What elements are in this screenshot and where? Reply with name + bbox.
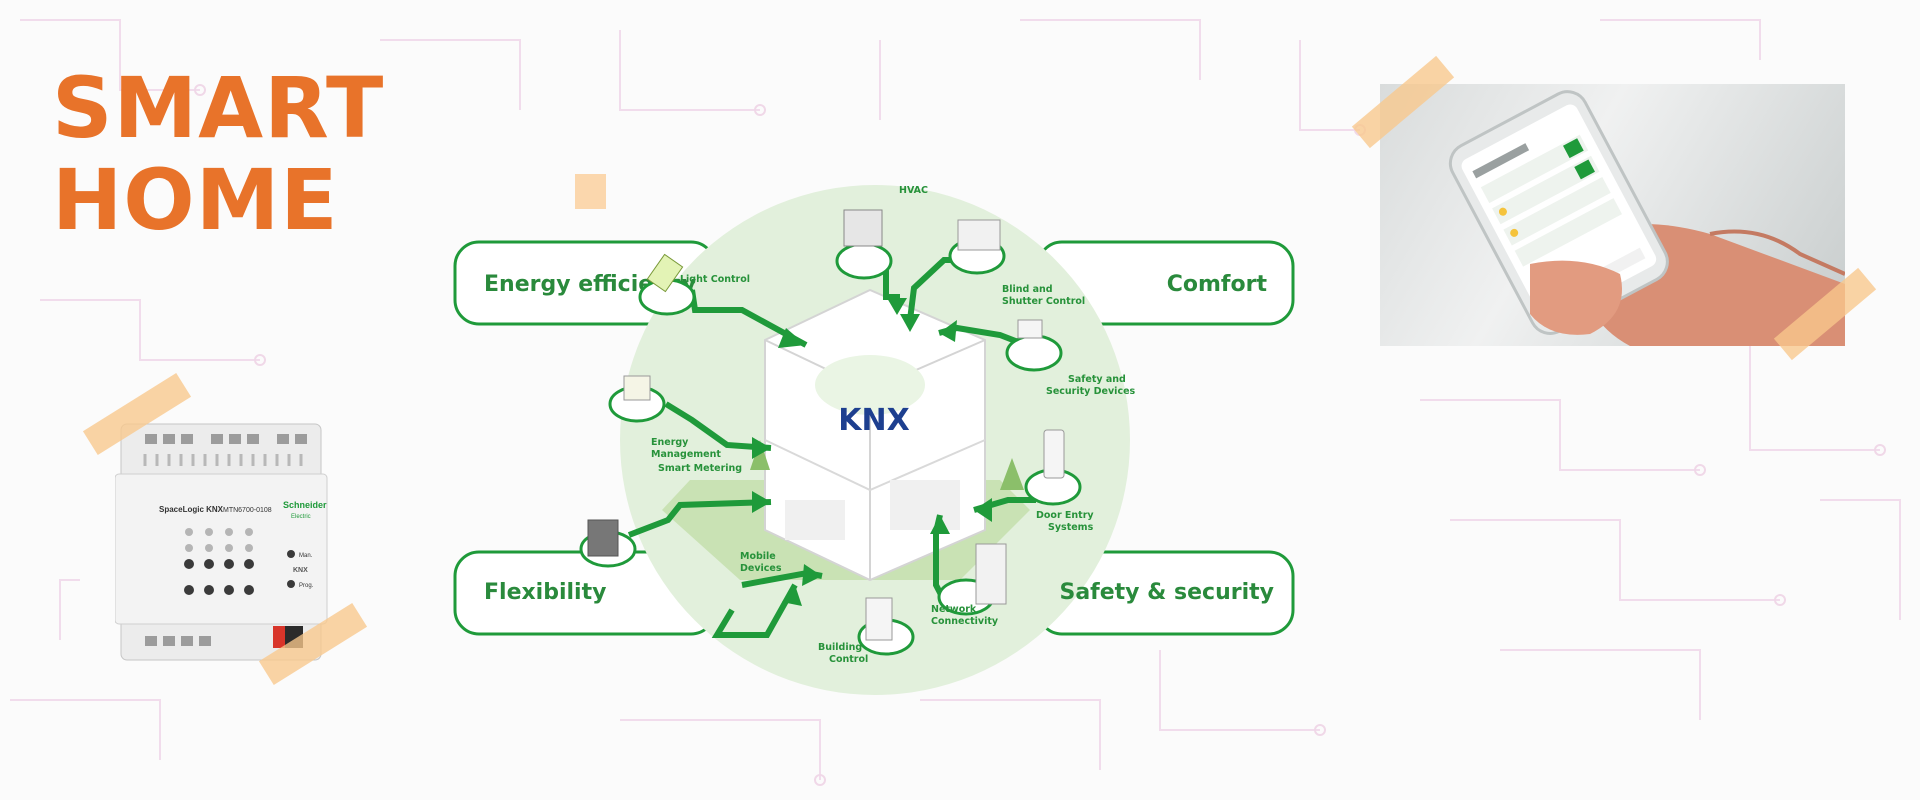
flexibility-label: Flexibility (484, 580, 606, 605)
hvac-label: HVAC (899, 185, 928, 196)
device-brand-name: Schneider (283, 500, 327, 510)
device-model-label: SpaceLogic KNX (159, 505, 224, 514)
door-entry-label-line-2: Systems (1048, 522, 1094, 533)
safety-label-line-1: Safety and (1068, 374, 1126, 385)
smartphone-hand-photo (1380, 84, 1845, 346)
safety-security-label: Safety & security (1059, 580, 1274, 605)
building-control-label-line-2: Control (829, 654, 868, 665)
intercom-icon (1043, 429, 1065, 479)
manual-mode-label: Man. (299, 553, 313, 559)
door-entry-label-line-1: Door Entry (1036, 510, 1094, 521)
knx-logo: KNX (838, 403, 909, 438)
safety-label-line-2: Security Devices (1046, 386, 1136, 397)
device-knx-mark: KNX (293, 567, 308, 574)
blind-label-line-2: Shutter Control (1002, 296, 1085, 307)
decorative-square (575, 174, 606, 209)
hvac-icon (843, 209, 883, 247)
title-line-2: HOME (52, 151, 339, 249)
comfort-label: Comfort (1167, 272, 1268, 297)
knx-actuator-device: SpaceLogic KNX MTN6700-0108 Schneider El… (115, 423, 328, 661)
safety-node (1005, 334, 1063, 372)
network-label-line-1: Network (931, 604, 977, 615)
hand-phone-illustration (1448, 90, 1845, 346)
energy-label-line-1: Energy (651, 437, 689, 448)
blind-label-line-1: Blind and (1002, 284, 1053, 295)
hvac-node (835, 242, 893, 280)
tablet-icon (587, 519, 619, 557)
panel-icon (865, 597, 893, 641)
meter-icon (623, 375, 651, 401)
smart-metering-label: Smart Metering (658, 463, 742, 474)
building-control-label-line-1: Building (818, 642, 862, 653)
knx-diagram: Energy efficiency Comfort Flexibility Sa… (453, 185, 1295, 695)
energy-label-line-2: Management (651, 449, 721, 460)
light-control-label: Light Control (680, 274, 750, 285)
prog-label: Prog. (299, 583, 314, 589)
device-brand-subtitle: Electric (291, 514, 311, 520)
bulb-icon (646, 253, 684, 293)
device-part-number: MTN6700-0108 (223, 507, 272, 514)
server-rack-icon (975, 543, 1007, 605)
title-line-1: SMART (52, 59, 385, 157)
network-label-line-2: Connectivity (931, 616, 999, 627)
mobile-label-line-2: Devices (740, 563, 782, 574)
sensor-icon (1017, 319, 1043, 339)
blind-icon (957, 219, 1001, 251)
page-title: SMART HOME (52, 62, 384, 246)
mobile-label-line-1: Mobile (740, 551, 776, 562)
